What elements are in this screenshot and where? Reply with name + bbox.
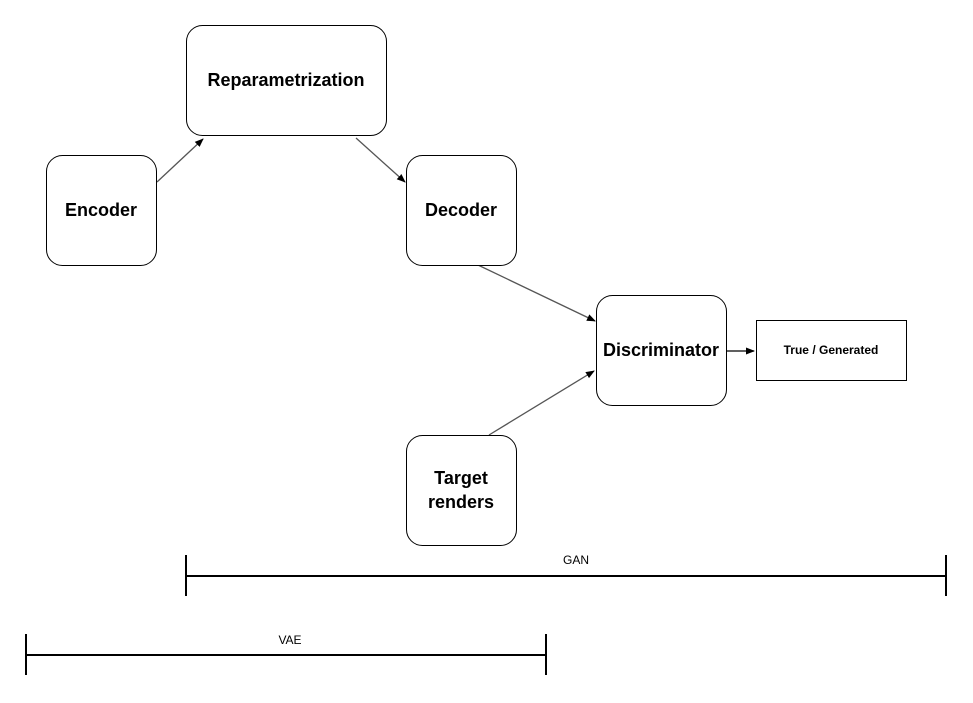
node-decoder: Decoder	[406, 155, 517, 266]
node-discriminator: Discriminator	[596, 295, 727, 406]
node-target-renders-box	[406, 435, 517, 546]
node-reparametrization-box	[186, 25, 387, 136]
node-target-renders-label-line1: Target	[434, 468, 488, 488]
node-encoder-box	[46, 155, 157, 266]
node-output-label: True / Generated	[784, 343, 879, 357]
edge-decoder-to-discriminator	[477, 264, 596, 322]
node-discriminator-label: Discriminator	[603, 340, 719, 360]
node-encoder: Encoder	[46, 155, 157, 266]
edge-reparametrization-to-decoder	[355, 137, 406, 183]
node-reparametrization: Reparametrization	[186, 25, 387, 136]
node-reparametrization-label: Reparametrization	[207, 70, 364, 90]
bracket-vae: VAE	[25, 633, 547, 675]
node-discriminator-box	[596, 295, 727, 406]
node-output-box	[756, 320, 907, 381]
edge-encoder-to-reparametrization	[156, 138, 204, 183]
node-decoder-box	[406, 155, 517, 266]
node-decoder-label: Decoder	[425, 200, 497, 220]
bracket-vae-label: VAE	[278, 633, 301, 647]
node-output: True / Generated	[756, 320, 907, 381]
node-target-renders-label-line2: renders	[428, 492, 494, 512]
bracket-gan-label: GAN	[563, 553, 589, 567]
node-target-renders: Target renders	[406, 435, 517, 546]
bracket-gan: GAN	[185, 553, 947, 596]
node-encoder-label: Encoder	[65, 200, 137, 220]
edge-target-renders-to-discriminator	[488, 370, 595, 436]
